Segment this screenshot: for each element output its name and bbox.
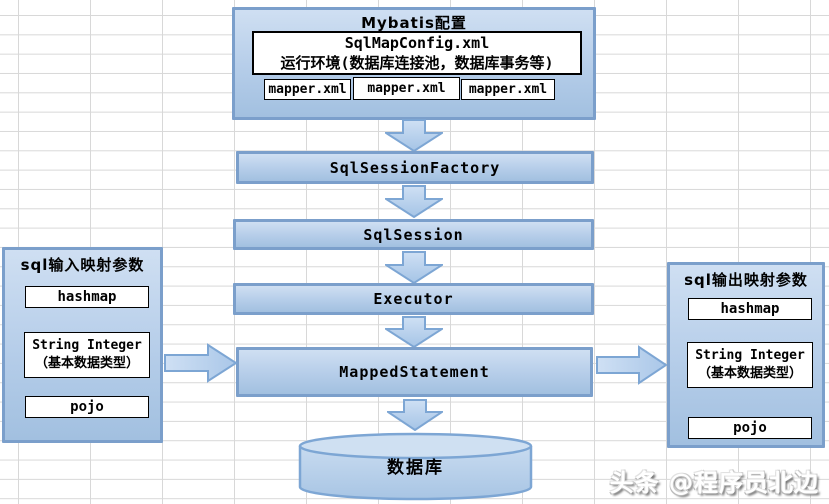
sqlsession-box: SqlSession — [233, 219, 594, 250]
right-arrow-icon — [596, 345, 668, 385]
output-hashmap-box: hashmap — [688, 298, 812, 320]
output-pojo-box: pojo — [688, 417, 812, 439]
mappedstatement-box: MappedStatement — [236, 347, 593, 397]
mybatis-config-title: Mybatis配置 — [361, 14, 467, 32]
input-pojo-box: pojo — [25, 396, 149, 418]
mapper-xml-label-2: mapper.xml — [367, 81, 446, 96]
output-hashmap-label: hashmap — [720, 301, 780, 317]
sql-output-panel: sql输出映射参数 hashmap String Integer （基本数据类型… — [667, 262, 825, 448]
sqlsessionfactory-box: SqlSessionFactory — [236, 151, 594, 184]
input-basictype-box: String Integer （基本数据类型） — [24, 332, 150, 378]
input-hashmap-label: hashmap — [57, 289, 117, 305]
arrow-mappedstatement-to-database — [384, 399, 446, 432]
executor-box: Executor — [233, 283, 594, 315]
executor-label: Executor — [373, 290, 454, 308]
down-arrow-icon — [384, 399, 446, 432]
mapper-xml-box-1: mapper.xml — [264, 79, 351, 100]
arrow-executor-to-mappedstatement — [382, 316, 446, 349]
input-basictype-line2: （基本数据类型） — [34, 356, 139, 371]
output-pojo-label: pojo — [733, 420, 767, 436]
sqlsession-label: SqlSession — [363, 225, 464, 244]
mappedstatement-label: MappedStatement — [339, 363, 490, 381]
database-cylinder: 数据库 — [298, 432, 533, 502]
input-hashmap-box: hashmap — [25, 286, 149, 308]
down-arrow-icon — [382, 316, 446, 349]
down-arrow-icon — [382, 119, 446, 153]
input-basictype-line1: String Integer — [32, 338, 142, 353]
arrow-factory-to-session — [382, 185, 446, 219]
input-pojo-label: pojo — [70, 399, 104, 415]
sqlmapconfig-line1: SqlMapConfig.xml — [344, 34, 490, 52]
sqlmapconfig-box: SqlMapConfig.xml 运行环境(数据库连接池，数据库事务等) — [252, 31, 582, 75]
mapper-xml-box-2: mapper.xml — [353, 77, 460, 100]
arrow-input-to-mappedstatement — [164, 343, 238, 383]
mapper-xml-box-3: mapper.xml — [461, 79, 555, 100]
sql-input-panel-title: sql输入映射参数 — [20, 256, 145, 274]
sql-output-panel-title: sql输出映射参数 — [684, 271, 808, 289]
arrow-config-to-factory — [382, 119, 446, 153]
sql-input-panel: sql输入映射参数 hashmap String Integer （基本数据类型… — [2, 247, 163, 443]
down-arrow-icon — [382, 251, 446, 285]
database-cylinder-icon — [298, 432, 533, 501]
mapper-xml-label-3: mapper.xml — [468, 82, 548, 97]
watermark-text: 头条 @程序员北边 — [609, 469, 819, 497]
right-arrow-icon — [164, 343, 238, 383]
mybatis-config-box: Mybatis配置 SqlMapConfig.xml 运行环境(数据库连接池，数… — [232, 7, 596, 120]
arrow-session-to-executor — [382, 251, 446, 285]
output-basictype-box: String Integer （基本数据类型） — [687, 342, 813, 388]
arrow-mappedstatement-to-output — [596, 344, 668, 386]
down-arrow-icon — [382, 185, 446, 219]
output-basictype-line2: （基本数据类型） — [697, 366, 802, 381]
database-label: 数据库 — [387, 458, 444, 478]
mapper-xml-label-1: mapper.xml — [268, 82, 347, 97]
output-basictype-line1: String Integer — [695, 348, 805, 363]
sqlsessionfactory-label: SqlSessionFactory — [329, 158, 501, 177]
sqlmapconfig-line2: 运行环境(数据库连接池，数据库事务等) — [280, 54, 554, 72]
